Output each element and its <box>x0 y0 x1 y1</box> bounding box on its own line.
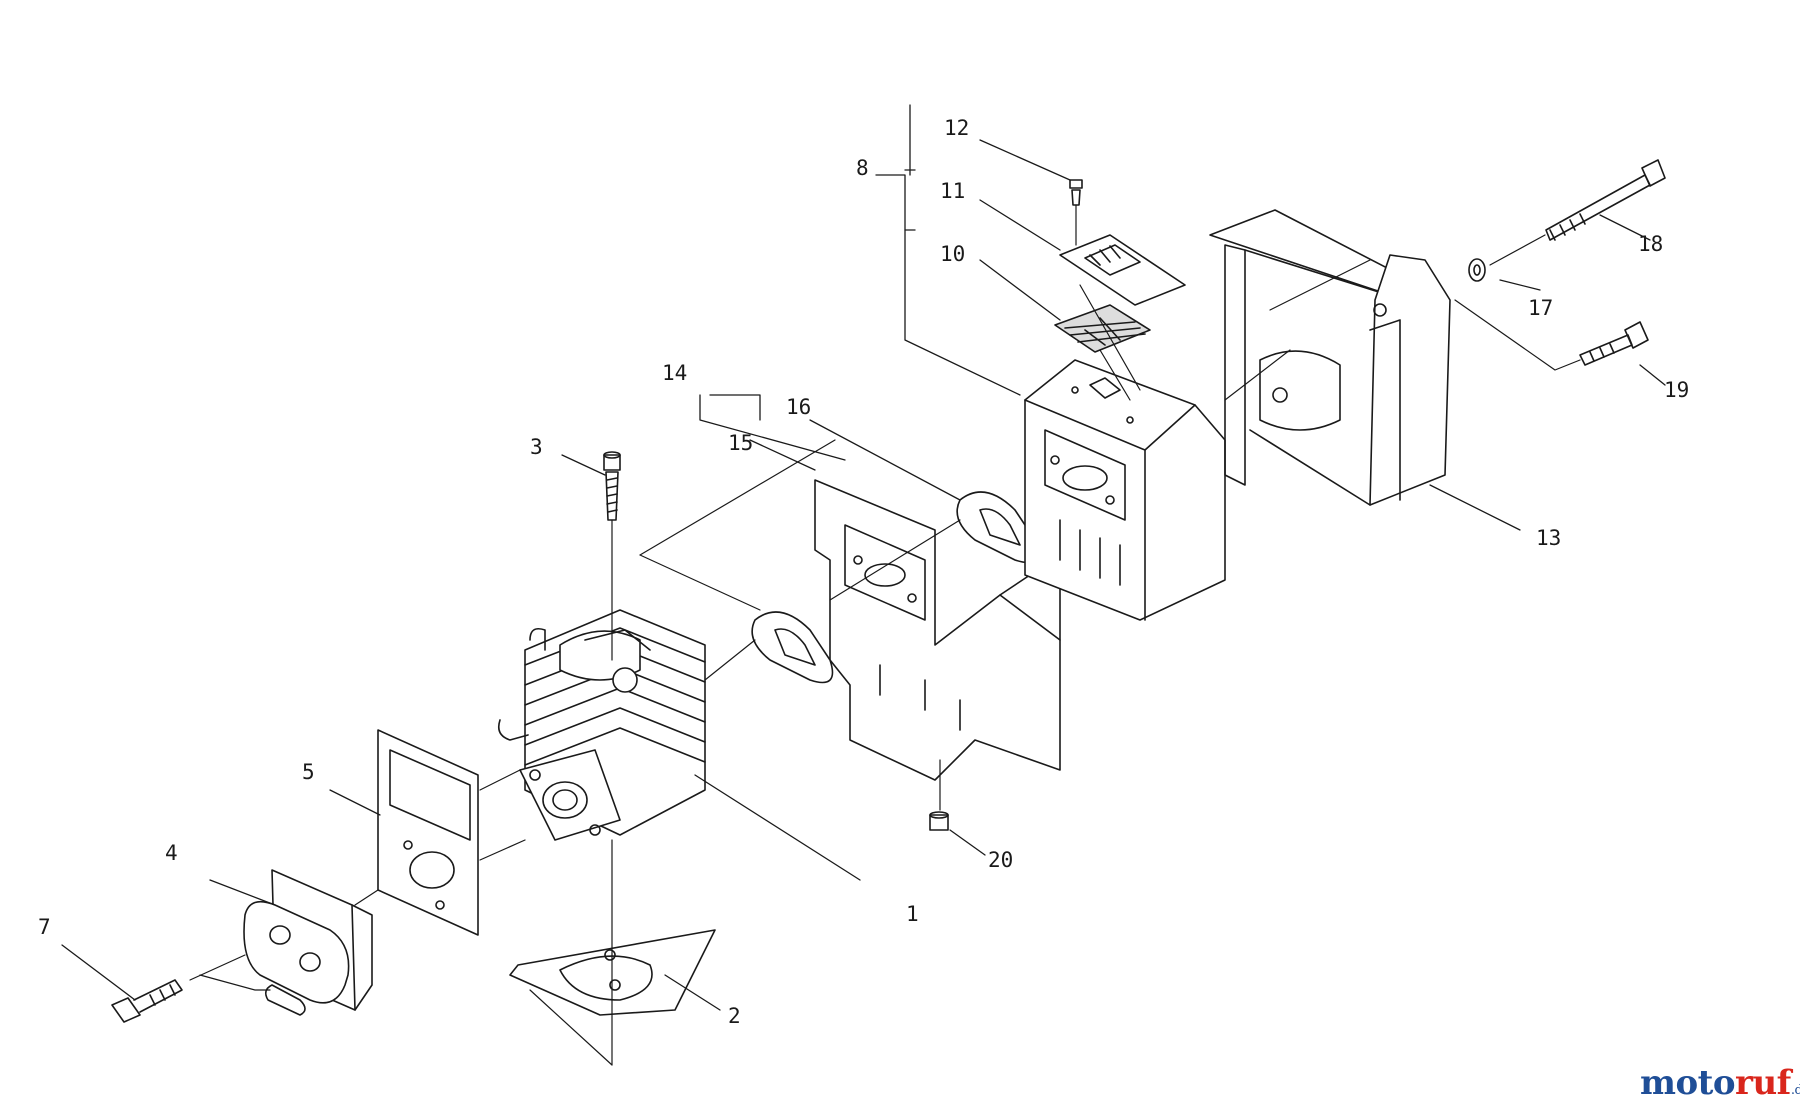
cover-screw-part <box>1069 179 1083 206</box>
callout-13: 13 <box>1536 526 1562 550</box>
callout-7: 7 <box>38 915 51 939</box>
muffler-cover-part <box>1209 209 1451 506</box>
screen-cover-part <box>1059 234 1186 306</box>
callout-4: 4 <box>165 841 178 865</box>
spark-screen-part <box>1054 304 1151 353</box>
muffler-body-part <box>1024 359 1226 621</box>
heat-shield-part <box>814 479 1061 781</box>
callout-20: 20 <box>988 848 1014 872</box>
callout-5: 5 <box>302 760 315 784</box>
callout-18: 18 <box>1638 232 1664 256</box>
logo-text-ruf: ruf <box>1735 1063 1791 1103</box>
intake-gasket-part <box>377 729 479 936</box>
cylinder-bolt-part <box>603 451 621 521</box>
intake-flange-part <box>243 869 373 1016</box>
callout-19: 19 <box>1664 378 1690 402</box>
callout-11: 11 <box>940 179 966 203</box>
callout-12: 12 <box>944 116 970 140</box>
callout-2: 2 <box>728 1004 741 1028</box>
callout-1: 1 <box>906 902 919 926</box>
washer-part <box>1468 258 1486 282</box>
cylinder-part <box>497 609 706 841</box>
short-bolt-part <box>1579 321 1649 366</box>
logo-text-moto: moto <box>1640 1063 1736 1103</box>
callout-8: 8 <box>856 156 869 180</box>
muffler-gasket-lower-part <box>751 611 834 684</box>
flange-bolt-part <box>111 979 183 1023</box>
assembly-lines <box>189 204 1581 1066</box>
callout-15: 15 <box>728 431 754 455</box>
callout-10: 10 <box>940 242 966 266</box>
shield-bolt-part <box>929 811 949 831</box>
motoruf-logo: motoruf.de <box>1640 1066 1800 1100</box>
callout-17: 17 <box>1528 296 1554 320</box>
logo-text-tld: .de <box>1790 1083 1800 1098</box>
callout-14: 14 <box>662 361 688 385</box>
callout-16: 16 <box>786 395 812 419</box>
callout-3: 3 <box>530 435 543 459</box>
callout-leader-lines <box>61 104 1666 1011</box>
long-bolt-part <box>1545 159 1666 241</box>
